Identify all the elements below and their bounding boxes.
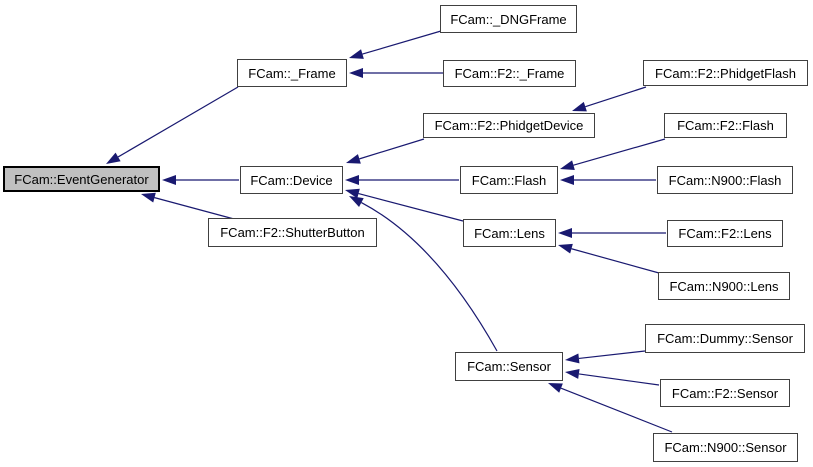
- class-node-fcam-lens[interactable]: FCam::Lens: [463, 219, 556, 247]
- inheritance-arrowhead-f2frame-to-frame: [349, 68, 363, 78]
- inheritance-arrowhead-n900flash-to-flash: [560, 175, 574, 185]
- class-node-label: FCam::Sensor: [467, 359, 551, 374]
- inheritance-arrowhead-lens-to-device: [345, 188, 360, 199]
- inheritance-edge-n900sensor-to-sensor: [560, 387, 673, 433]
- class-node-label: FCam::Flash: [471, 172, 547, 188]
- class-node-fcam-flash[interactable]: FCam::Flash: [460, 166, 558, 194]
- inheritance-edge-dummysensor-to-sensor: [578, 350, 646, 360]
- class-node-label: FCam::_Frame: [248, 65, 336, 81]
- class-node-fcam-f2-phidgetflash[interactable]: FCam::F2::PhidgetFlash: [643, 60, 808, 86]
- inheritance-edge-lens-to-device: [358, 192, 464, 222]
- class-node-label: FCam::N900::Sensor: [664, 440, 787, 455]
- class-node-label: FCam::F2::Lens: [678, 226, 772, 241]
- class-node-label: FCam::F2::Flash: [677, 118, 774, 133]
- inheritance-arrowhead-sensor-to-device: [349, 196, 364, 207]
- inheritance-edge-phidgetdevice-to-device: [359, 138, 425, 160]
- class-node-fcam-f2-frame[interactable]: FCam::F2::_Frame: [443, 60, 576, 87]
- class-node-fcam-sensor[interactable]: FCam::Sensor: [455, 352, 563, 381]
- inheritance-arrowhead-f2flash-to-flash: [560, 160, 575, 170]
- class-node-fcam-f2-phidgetdevice[interactable]: FCam::F2::PhidgetDevice: [423, 113, 595, 138]
- class-node-fcam-f2-flash[interactable]: FCam::F2::Flash: [664, 113, 787, 138]
- class-node-label: FCam::N900::Flash: [668, 172, 782, 188]
- inheritance-arrowhead-phidgetdevice-to-device: [346, 154, 361, 164]
- inheritance-arrowhead-frame-to-eventgenerator: [106, 152, 121, 164]
- class-node-label: FCam::Device: [250, 172, 333, 188]
- inheritance-arrowhead-flash-to-device: [345, 175, 359, 185]
- class-node-fcam-f2-lens[interactable]: FCam::F2::Lens: [667, 220, 783, 247]
- class-node-fcam-eventgenerator: FCam::EventGenerator: [3, 166, 160, 192]
- class-node-fcam-frame[interactable]: FCam::_Frame: [237, 59, 347, 87]
- inheritance-edge-f2flash-to-flash: [573, 138, 666, 166]
- class-node-label: FCam::Dummy::Sensor: [657, 331, 793, 346]
- inheritance-edge-phidgetflash-to-phidgetdevice: [585, 86, 647, 108]
- class-node-label: FCam::F2::PhidgetFlash: [655, 65, 796, 81]
- inheritance-arrowhead-dngframe-to-frame: [349, 49, 364, 59]
- class-node-label: FCam::F2::PhidgetDevice: [434, 118, 584, 133]
- inheritance-arrowhead-f2lens-to-lens: [558, 228, 572, 238]
- class-node-fcam-f2-sensor[interactable]: FCam::F2::Sensor: [660, 379, 790, 407]
- inheritance-edge-n900lens-to-lens: [571, 248, 660, 274]
- class-node-label: FCam::N900::Lens: [669, 278, 779, 294]
- inheritance-edge-frame-to-eventgenerator: [117, 86, 239, 158]
- class-node-label: FCam::Lens: [474, 225, 545, 241]
- class-node-fcam-n900-sensor[interactable]: FCam::N900::Sensor: [653, 433, 798, 462]
- inheritance-arrowhead-f2sensor-to-sensor: [565, 368, 580, 379]
- inheritance-arrowhead-device-to-eventgenerator: [162, 175, 176, 185]
- class-node-label: FCam::_DNGFrame: [450, 11, 567, 27]
- class-node-label: FCam::EventGenerator: [14, 171, 149, 187]
- class-node-fcam-n900-flash[interactable]: FCam::N900::Flash: [657, 166, 793, 194]
- inheritance-edge-sensor-to-device: [361, 202, 498, 352]
- inheritance-edge-dngframe-to-frame: [362, 30, 442, 55]
- inheritance-arrowhead-n900sensor-to-sensor: [548, 383, 563, 393]
- class-node-label: FCam::F2::Sensor: [671, 385, 779, 401]
- class-node-fcam-dngframe[interactable]: FCam::_DNGFrame: [440, 5, 577, 33]
- class-node-fcam-f2-shutterbutton[interactable]: FCam::F2::ShutterButton: [208, 218, 377, 247]
- inheritance-edge-shutterbutton-to-eventgenerator: [154, 197, 235, 220]
- class-node-label: FCam::F2::_Frame: [454, 66, 565, 81]
- inheritance-arrowhead-n900lens-to-lens: [558, 243, 573, 254]
- class-node-fcam-dummy-sensor[interactable]: FCam::Dummy::Sensor: [645, 324, 805, 353]
- class-node-fcam-n900-lens[interactable]: FCam::N900::Lens: [658, 272, 790, 300]
- inheritance-edge-f2sensor-to-sensor: [578, 373, 660, 386]
- inheritance-arrowhead-phidgetflash-to-phidgetdevice: [572, 101, 587, 112]
- inheritance-arrowhead-dummysensor-to-sensor: [565, 353, 580, 364]
- inheritance-arrowhead-shutterbutton-to-eventgenerator: [141, 192, 156, 203]
- class-node-fcam-device[interactable]: FCam::Device: [240, 166, 343, 194]
- class-node-label: FCam::F2::ShutterButton: [220, 225, 365, 240]
